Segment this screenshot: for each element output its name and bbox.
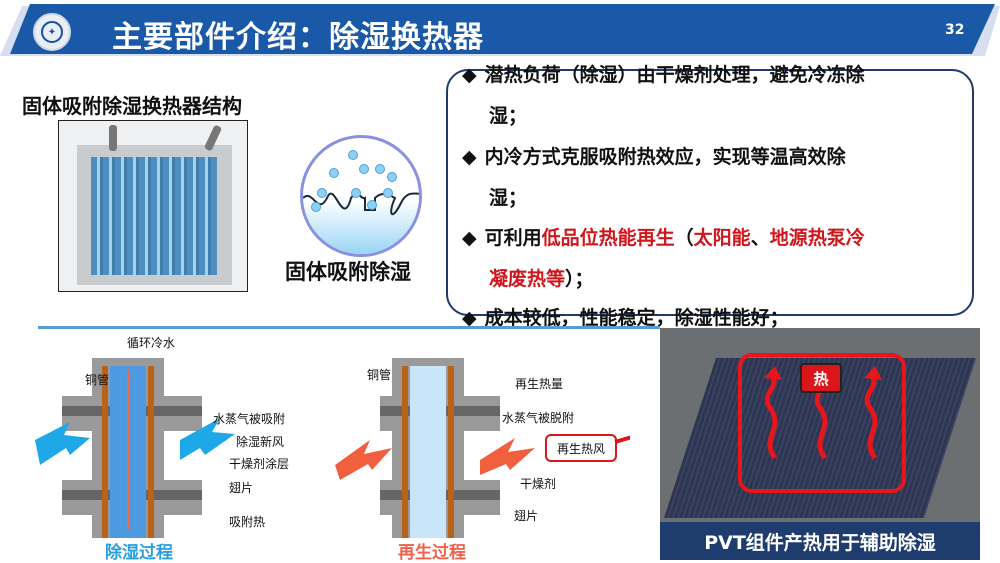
label-adsorption-heat: 吸附热 <box>229 515 266 529</box>
heat-highlight-box <box>738 353 906 493</box>
label-copper-tube-regen: 铜管 <box>367 368 392 382</box>
bullet-4: ◆成本较低，性能稳定，除湿性能好； <box>462 307 789 329</box>
label-fin: 翅片 <box>229 481 254 495</box>
structure-title: 固体吸附除湿换热器结构 <box>22 94 242 118</box>
adsorption-label: 固体吸附除湿 <box>285 260 411 284</box>
header-banner: ✦ 主要部件介绍：除湿换热器 32 <box>0 0 1000 62</box>
diamond-bullet-icon: ◆ <box>462 146 477 168</box>
label-vapor-desorbed: 水蒸气被脱附 <box>502 411 575 425</box>
regeneration-diagram <box>335 358 630 538</box>
heat-exchanger-photo <box>58 120 248 292</box>
label-regen-heat: 再生热量 <box>515 377 564 391</box>
regeneration-process-label: 再生过程 <box>398 543 466 563</box>
pvt-caption: PVT组件产热用于辅助除湿 <box>660 522 980 560</box>
diamond-bullet-icon: ◆ <box>462 64 477 86</box>
label-copper-tube: 铜管 <box>85 373 110 387</box>
hot-badge: 热 <box>800 363 842 393</box>
dehumidification-process-label: 除湿过程 <box>105 543 173 563</box>
university-logo-icon: ✦ <box>33 13 71 51</box>
label-fin-regen: 翅片 <box>514 509 539 523</box>
diamond-bullet-icon: ◆ <box>462 307 477 329</box>
diamond-bullet-icon: ◆ <box>462 227 477 249</box>
label-hot-air: 再生热风 <box>545 434 617 462</box>
label-dry-air: 除湿新风 <box>236 435 285 449</box>
bullet-1: ◆潜热负荷（除湿）由干燥剂处理，避免冷冻除 湿； <box>462 64 865 127</box>
page-title: 主要部件介绍：除湿换热器 <box>112 20 484 55</box>
pvt-photo: 热 PVT组件产热用于辅助除湿 <box>660 328 980 560</box>
bullet-2: ◆内冷方式克服吸附热效应，实现等温高效除 湿； <box>462 146 846 209</box>
bullet-3: ◆可利用低品位热能再生（太阳能、地源热泵冷 凝废热等）； <box>462 227 865 290</box>
feature-box <box>446 69 974 316</box>
section-divider <box>38 326 660 329</box>
label-vapor-adsorbed: 水蒸气被吸附 <box>213 412 286 426</box>
banner-shape <box>0 4 1000 56</box>
label-desiccant-coating: 干燥剂涂层 <box>229 457 290 471</box>
page-number: 32 <box>945 22 965 38</box>
label-desiccant: 干燥剂 <box>520 477 557 491</box>
label-cooling-water: 循环冷水 <box>127 336 176 350</box>
adsorption-illustration <box>300 135 422 257</box>
dehumidification-diagram <box>35 358 235 538</box>
